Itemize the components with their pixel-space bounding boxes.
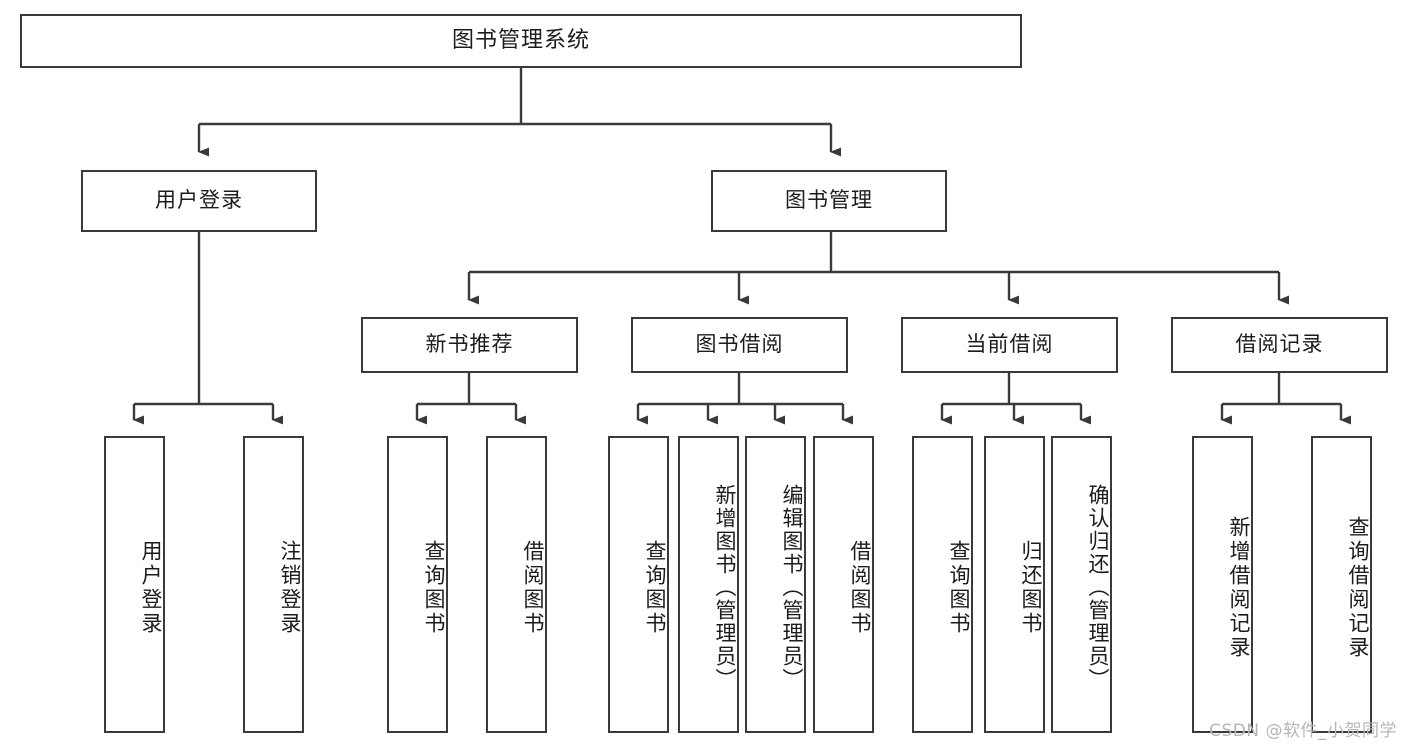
node-book-manage[interactable]: 图书管理 [711,170,947,232]
node-leaf-borrow-book-2-label: 借阅图书 [848,539,872,636]
node-leaf-borrow-book-2[interactable]: 借阅图书 [813,436,874,733]
node-leaf-return-book-label: 归还图书 [1019,539,1043,636]
csdn-watermark: CSDN @软件_小贺同学 [1209,721,1397,741]
node-new-book-rec[interactable]: 新书推荐 [361,317,578,373]
node-leaf-add-record[interactable]: 新增借阅记录 [1192,436,1253,733]
node-leaf-user-login[interactable]: 用户登录 [104,436,165,733]
node-book-borrow-label: 图书借阅 [695,332,784,357]
node-leaf-add-book-label: 新增图书（管理员） [713,484,737,691]
edges-borrow-record-to-leaves [1220,373,1351,425]
node-leaf-query-record[interactable]: 查询借阅记录 [1311,436,1372,733]
node-book-borrow[interactable]: 图书借阅 [631,317,848,373]
node-borrow-record[interactable]: 借阅记录 [1171,317,1388,373]
node-leaf-query-book-2[interactable]: 查询图书 [608,436,669,733]
node-leaf-query-book-3[interactable]: 查询图书 [912,436,973,733]
edges-root-to-level2 [197,68,841,157]
node-leaf-query-book-1-label: 查询图书 [422,539,446,636]
node-leaf-borrow-book-1[interactable]: 借阅图书 [486,436,547,733]
node-leaf-query-book-1[interactable]: 查询图书 [387,436,448,733]
node-current-borrow-label: 当前借阅 [965,332,1054,357]
node-book-manage-label: 图书管理 [785,188,873,213]
edges-book-manage-to-level3 [467,232,1289,305]
node-leaf-add-record-label: 新增借阅记录 [1227,515,1251,660]
node-leaf-return-book[interactable]: 归还图书 [984,436,1045,733]
node-user-login[interactable]: 用户登录 [81,170,317,232]
edges-current-borrow-to-leaves [940,373,1091,425]
node-user-login-label: 用户登录 [155,188,243,213]
node-leaf-query-book-3-label: 查询图书 [947,539,971,636]
node-root-label: 图书管理系统 [451,27,590,53]
node-new-book-rec-label: 新书推荐 [425,332,514,357]
node-leaf-user-login-label: 用户登录 [139,539,163,636]
node-leaf-logout-label: 注销登录 [278,539,302,636]
node-leaf-confirm-return[interactable]: 确认归还（管理员） [1051,436,1112,733]
edges-new-book-rec-to-leaves [415,373,526,425]
node-leaf-logout[interactable]: 注销登录 [243,436,304,733]
node-leaf-edit-book[interactable]: 编辑图书（管理员） [745,436,806,733]
node-current-borrow[interactable]: 当前借阅 [901,317,1118,373]
edges-user-login-to-leaves [132,232,283,425]
node-leaf-query-book-2-label: 查询图书 [643,539,667,636]
edges-book-borrow-to-leaves [636,373,853,425]
node-leaf-add-book[interactable]: 新增图书（管理员） [678,436,739,733]
node-root[interactable]: 图书管理系统 [20,14,1022,68]
node-leaf-edit-book-label: 编辑图书（管理员） [780,484,804,691]
node-leaf-borrow-book-1-label: 借阅图书 [521,539,545,636]
node-leaf-confirm-return-label: 确认归还（管理员） [1086,484,1110,691]
node-borrow-record-label: 借阅记录 [1235,332,1324,357]
node-leaf-query-record-label: 查询借阅记录 [1346,515,1370,660]
